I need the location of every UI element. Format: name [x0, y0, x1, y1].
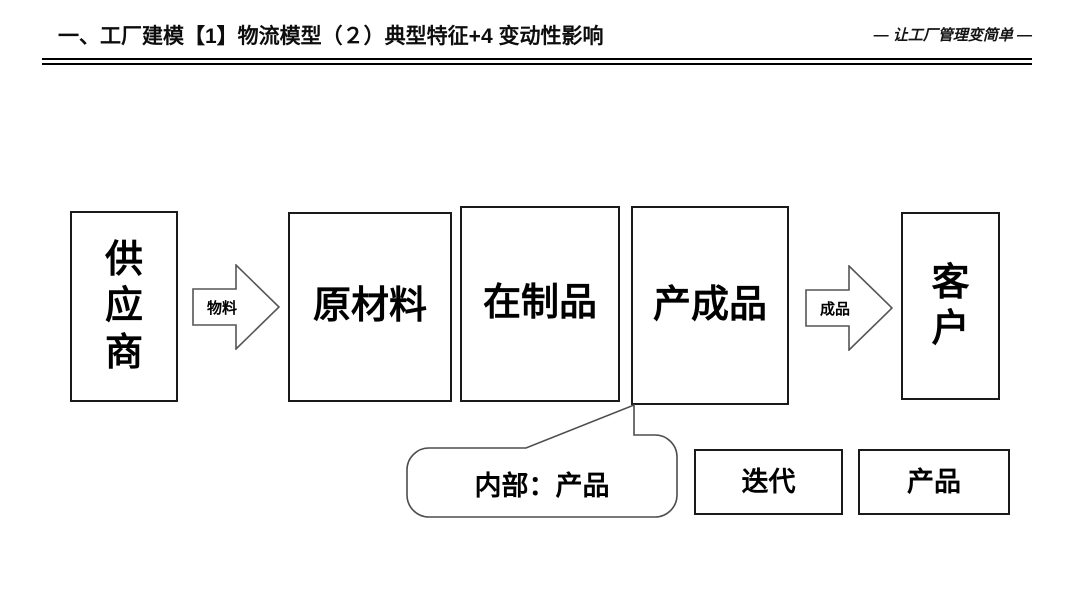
flow-node-supplier-label: 供 应 商 [104, 238, 143, 374]
flow-node-finished-goods[interactable]: 产成品 [631, 206, 789, 405]
node-iteration[interactable]: 迭代 [694, 449, 843, 515]
callout-internal-product[interactable]: 内部：产品 [406, 400, 678, 520]
flow-node-raw-material[interactable]: 原材料 [288, 212, 452, 402]
callout-bubble-shape [406, 403, 678, 518]
flow-arrow-material[interactable]: 物料 [192, 264, 280, 350]
flow-node-supplier[interactable]: 供 应 商 [70, 211, 178, 402]
header-rule-lower [42, 63, 1032, 65]
flow-node-wip[interactable]: 在制品 [460, 206, 620, 402]
flow-node-finished-goods-label: 产成品 [652, 283, 767, 326]
node-iteration-label: 迭代 [741, 466, 796, 497]
flow-arrow-finished[interactable]: 成品 [805, 265, 893, 351]
flow-node-raw-material-label: 原材料 [312, 285, 427, 328]
node-product-label: 产品 [907, 466, 961, 497]
node-product[interactable]: 产品 [858, 449, 1010, 515]
flow-node-wip-label: 在制品 [482, 282, 597, 325]
header-rule-upper [42, 58, 1032, 60]
flow-node-customer-label: 客 户 [931, 261, 970, 350]
page-title: 一、工厂建模【1】物流模型（２）典型特征+4 变动性影响 [58, 25, 604, 48]
flow-node-customer[interactable]: 客 户 [901, 212, 1000, 400]
right-arrow-icon [192, 264, 280, 350]
header-tagline: — 让工厂管理变简单 — [873, 27, 1032, 44]
right-arrow-icon [805, 265, 893, 351]
